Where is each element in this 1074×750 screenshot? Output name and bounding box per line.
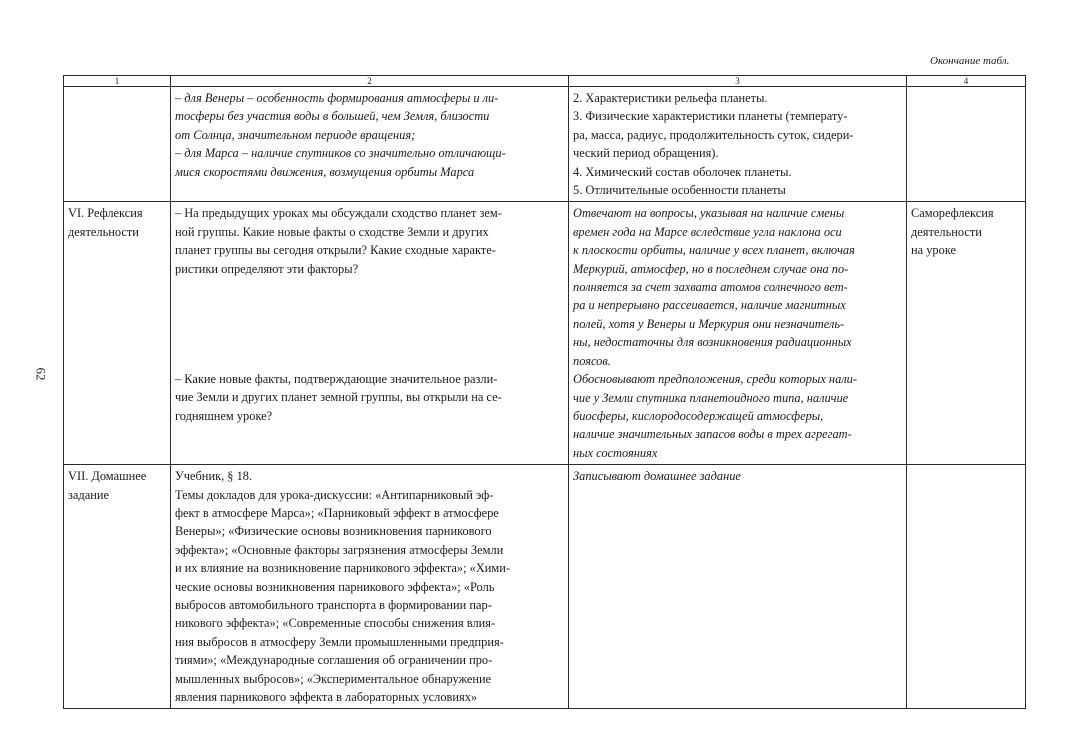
text-line: на уроке bbox=[911, 243, 957, 258]
text-line: Обосновывают предположения, среди которы… bbox=[573, 372, 857, 387]
blank-space bbox=[175, 352, 564, 370]
text-line: Записывают домашнее задание bbox=[573, 469, 741, 484]
text-line: времен года на Марсе вследствие угла нак… bbox=[573, 224, 842, 239]
outcome-cell bbox=[906, 85, 1026, 203]
text-line: тиями»; «Международные соглашения об огр… bbox=[175, 653, 493, 668]
header-cell-4: 4 bbox=[906, 75, 1026, 87]
header-cell-1: 1 bbox=[63, 75, 171, 87]
text-line: ческие основы возникновения парникового … bbox=[175, 579, 495, 594]
stage-cell: VI. Рефлексия деятельности bbox=[63, 201, 171, 466]
text-line: мися скоростями движения, возмущения орб… bbox=[175, 164, 475, 179]
text-line: тосферы без участия воды в большей, чем … bbox=[175, 109, 490, 124]
table-row: VI. Рефлексия деятельности – На предыдущ… bbox=[63, 201, 1026, 466]
blank-space bbox=[175, 278, 564, 296]
student-activity-cell: Отвечают на вопросы, указывая на наличие… bbox=[568, 201, 907, 466]
text-line: фект в атмосфере Марса»; «Парниковый эфф… bbox=[175, 505, 499, 520]
outcome-cell bbox=[906, 464, 1026, 710]
text-line: Темы докладов для урока-дискуссии: «Анти… bbox=[175, 487, 494, 502]
table-row: – для Венеры – особенность формирования … bbox=[63, 85, 1026, 203]
text-line: задание bbox=[68, 487, 109, 502]
teacher-activity-cell: – для Венеры – особенность формирования … bbox=[170, 85, 569, 203]
text-line: 5. Отличительные особенности планеты bbox=[573, 183, 786, 198]
teacher-activity-cell: Учебник, § 18. Темы докладов для урока-д… bbox=[170, 464, 569, 710]
text-line: эффекта»; «Основные факторы загрязнения … bbox=[175, 542, 504, 557]
text-line: Учебник, § 18. bbox=[175, 469, 253, 484]
text-line: 3. Физические характеристики планеты (те… bbox=[573, 109, 848, 124]
text-line: ных состояниях bbox=[573, 445, 658, 460]
text-line: Саморефлексия bbox=[911, 206, 994, 221]
text-line: чие Земли и других планет земной группы,… bbox=[175, 390, 502, 405]
text-line: Венеры»; «Физические основы возникновени… bbox=[175, 524, 492, 539]
text-line: 2. Характеристики рельефа планеты. bbox=[573, 91, 768, 105]
stage-cell bbox=[63, 85, 171, 203]
teacher-activity-cell: – На предыдущих уроках мы обсуждали сход… bbox=[170, 201, 569, 466]
student-activity-cell: 2. Характеристики рельефа планеты. 3. Фи… bbox=[568, 85, 907, 203]
text-line: к плоскости орбиты, наличие у всех плане… bbox=[573, 243, 855, 258]
blank-space bbox=[175, 296, 564, 314]
text-line: выбросов автомобильного транспорта в фор… bbox=[175, 597, 492, 612]
text-line: мышленных выбросов»; «Экспериментальное … bbox=[175, 671, 492, 686]
text-line: наличие значительных запасов воды в трех… bbox=[573, 427, 852, 442]
text-line: деятельности bbox=[911, 224, 982, 239]
header-cell-3: 3 bbox=[568, 75, 907, 87]
blank-space bbox=[175, 315, 564, 333]
page-number: 62 bbox=[33, 367, 49, 381]
text-line: ческий период обращения). bbox=[573, 146, 719, 161]
lesson-table: 1 2 3 4 – для Венеры – особенность форми… bbox=[63, 75, 1026, 710]
text-line: биосферы, кислородосодержащей атмосферы, bbox=[573, 408, 824, 423]
text-line: Отвечают на вопросы, указывая на наличие… bbox=[573, 206, 845, 221]
text-line: и их влияние на возникновение парниковог… bbox=[175, 561, 510, 576]
text-line: ния выбросов в атмосферу Земли промышлен… bbox=[175, 634, 504, 649]
text-line: ристики определяют эти факторы? bbox=[175, 261, 359, 276]
text-line: 4. Химический состав оболочек планеты. bbox=[573, 164, 792, 179]
table-header-row: 1 2 3 4 bbox=[63, 75, 1026, 87]
text-line: чие у Земли спутника планетоидного типа,… bbox=[573, 390, 849, 405]
table-row: VII. Домашнее задание Учебник, § 18. Тем… bbox=[63, 464, 1026, 710]
text-line: деятельности bbox=[68, 224, 139, 239]
text-line: годняшнем уроке? bbox=[175, 408, 273, 423]
text-line: ра, масса, радиус, продолжительность сут… bbox=[573, 127, 854, 142]
stage-cell: VII. Домашнее задание bbox=[63, 464, 171, 710]
header-cell-2: 2 bbox=[170, 75, 569, 87]
text-line: от Солнца, значительном периоде вращения… bbox=[175, 127, 416, 142]
text-line: полей, хотя у Венеры и Меркурия они незн… bbox=[573, 316, 845, 331]
text-line: VI. Рефлексия bbox=[68, 206, 143, 221]
text-line: ра и непрерывно рассеивается, наличие ма… bbox=[573, 298, 846, 313]
text-line: поясов. bbox=[573, 353, 611, 368]
blank-space bbox=[175, 333, 564, 351]
text-line: VII. Домашнее bbox=[68, 469, 147, 484]
text-line: – для Венеры – особенность формирования … bbox=[175, 91, 499, 105]
text-line: полняется за счет захвата атомов солнечн… bbox=[573, 280, 848, 295]
text-line: – Какие новые факты, подтверждающие знач… bbox=[175, 372, 498, 387]
outcome-cell: Саморефлексия деятельности на уроке bbox=[906, 201, 1026, 466]
text-line: явления парникового эффекта в лабораторн… bbox=[175, 690, 478, 704]
student-activity-cell: Записывают домашнее задание bbox=[568, 464, 907, 710]
text-line: – для Марса – наличие спутников со значи… bbox=[175, 146, 506, 161]
text-line: Меркурий, атмосфер, но в последнем случа… bbox=[573, 261, 849, 276]
text-line: никового эффекта»; «Современные способы … bbox=[175, 616, 496, 631]
text-line: ной группы. Какие новые факты о сходстве… bbox=[175, 224, 489, 239]
text-line: ны, недостаточны для возникновения радиа… bbox=[573, 335, 852, 350]
table-caption: Окончание табл. bbox=[930, 55, 1010, 67]
text-line: – На предыдущих уроках мы обсуждали сход… bbox=[175, 206, 502, 221]
text-line: планет группы вы сегодня открыли? Какие … bbox=[175, 243, 496, 258]
